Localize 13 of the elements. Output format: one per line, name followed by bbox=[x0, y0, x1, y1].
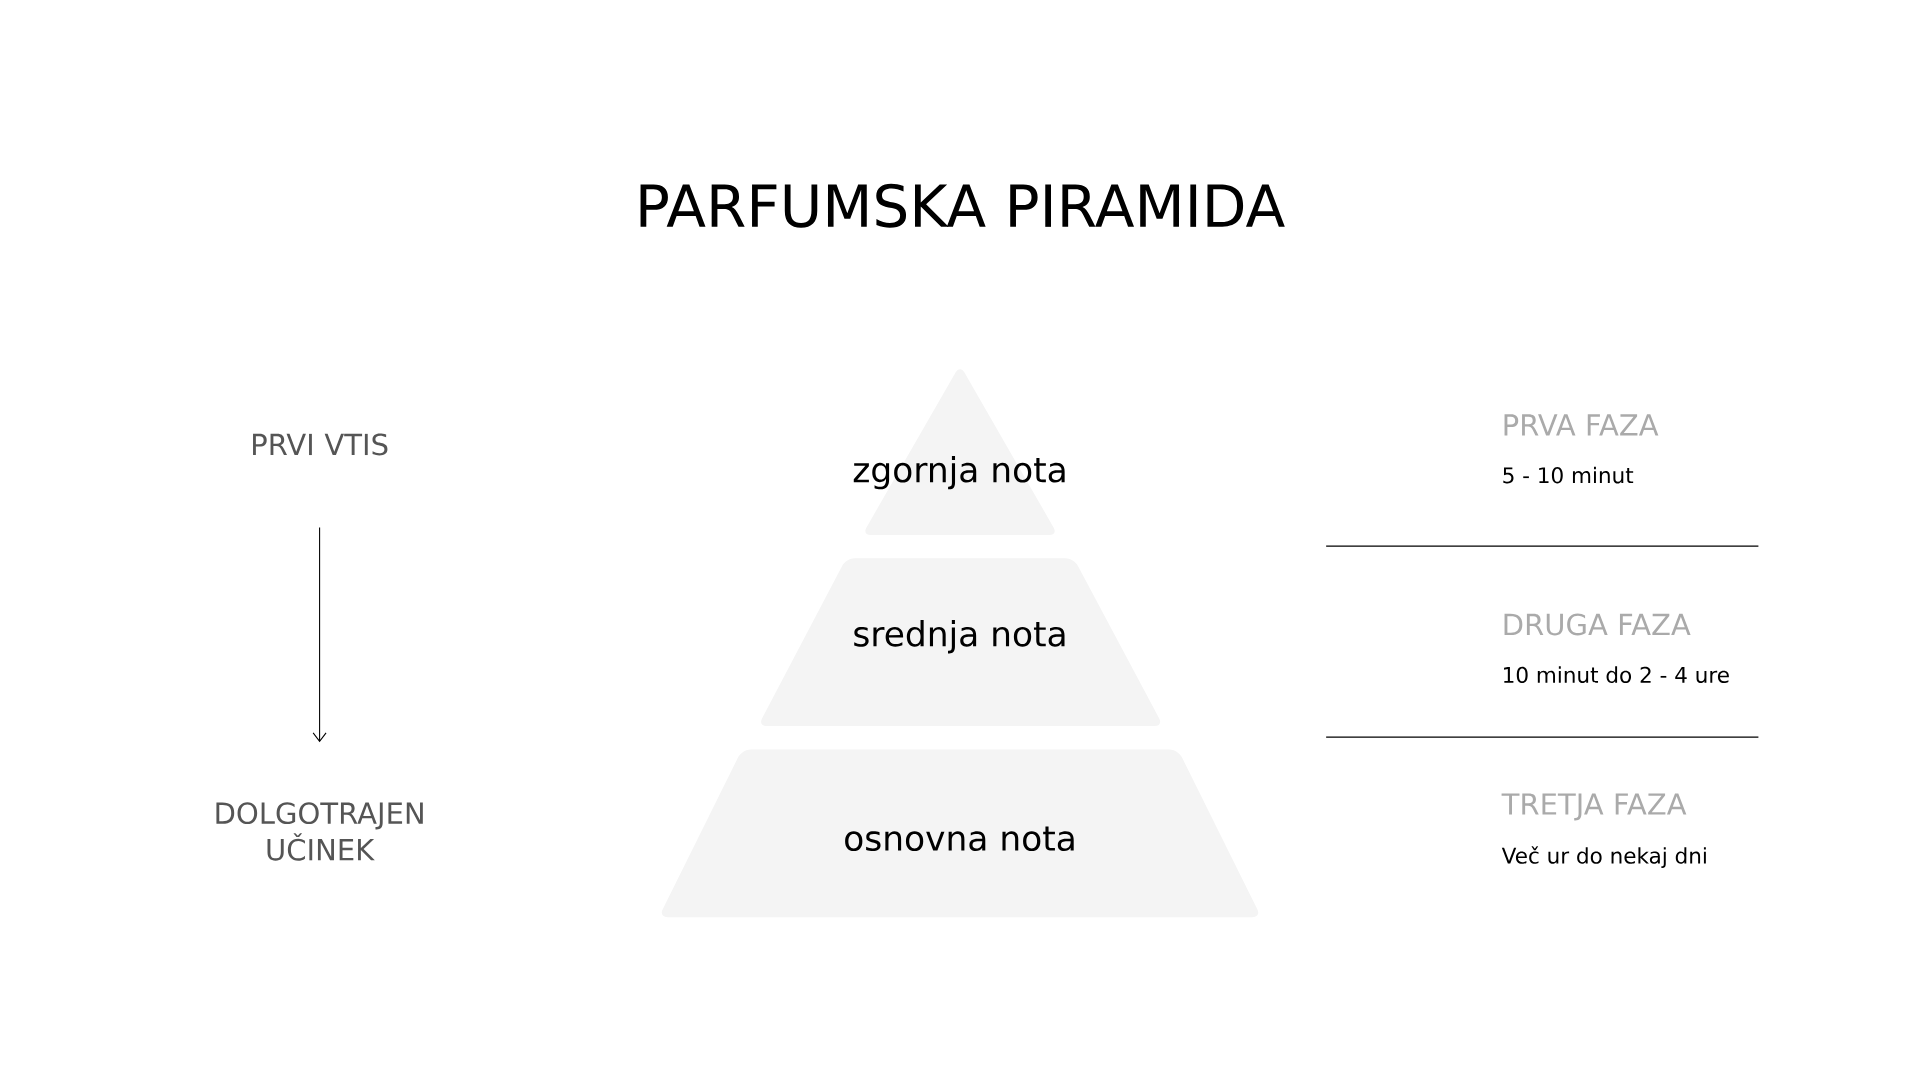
pyramid-level: srednja nota bbox=[761, 558, 1161, 727]
side-label: DOLGOTRAJEN UČINEK bbox=[216, 802, 423, 861]
side-label: PRVI VTIS bbox=[253, 433, 388, 456]
pyramid-level: osnovna nota bbox=[661, 749, 1259, 918]
pyramid-level: zgornja nota bbox=[853, 369, 1065, 536]
phase-duration: 10 minut do 2 - 4 ure bbox=[1504, 666, 1729, 683]
title: PARFUMSKA PIRAMIDA bbox=[640, 183, 1285, 228]
phase-duration: 5 - 10 minut bbox=[1503, 466, 1634, 484]
arrow bbox=[312, 527, 327, 743]
phase-duration: Več ur do nekaj dni bbox=[1501, 846, 1706, 868]
phase-heading: PRVA FAZA bbox=[1504, 414, 1659, 436]
phase-heading: TRETJA FAZA bbox=[1501, 793, 1687, 821]
phase-heading: DRUGA FAZA bbox=[1504, 613, 1691, 636]
